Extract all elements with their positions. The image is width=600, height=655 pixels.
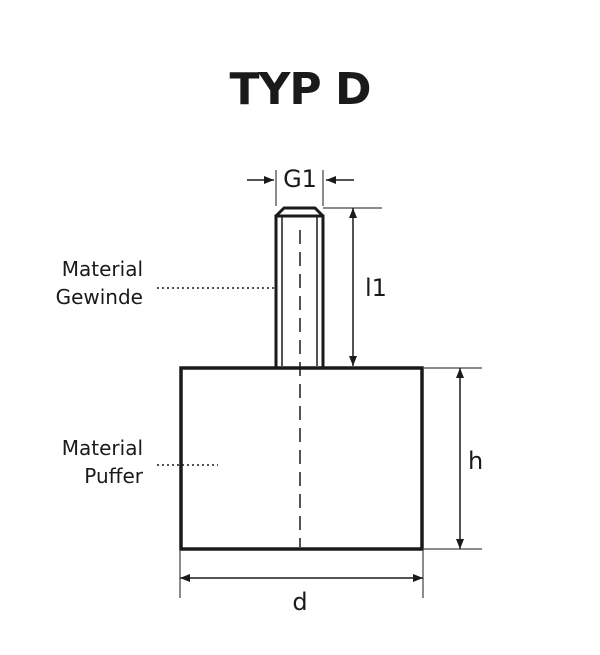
dimension-g1: G1 [247,165,354,206]
callout-thread-material-line1: Material [62,257,143,281]
dimension-h: h [424,367,483,550]
callout-thread-material: Material Gewinde [56,257,275,309]
dimension-l1: l1 [323,207,387,366]
dimension-label-h: h [468,447,483,475]
callout-buffer-material-line1: Material [62,436,143,460]
callout-thread-material-line2: Gewinde [56,285,143,309]
dimension-label-l1: l1 [365,274,387,302]
dimension-label-g1: G1 [283,165,317,193]
dimension-label-d: d [292,588,307,616]
buffer-body [179,366,424,551]
callout-buffer-material: Material Puffer [62,436,218,488]
callout-buffer-material-line2: Puffer [84,464,143,488]
dimension-d: d [179,551,424,616]
diagram-title: TYP D [229,64,372,115]
